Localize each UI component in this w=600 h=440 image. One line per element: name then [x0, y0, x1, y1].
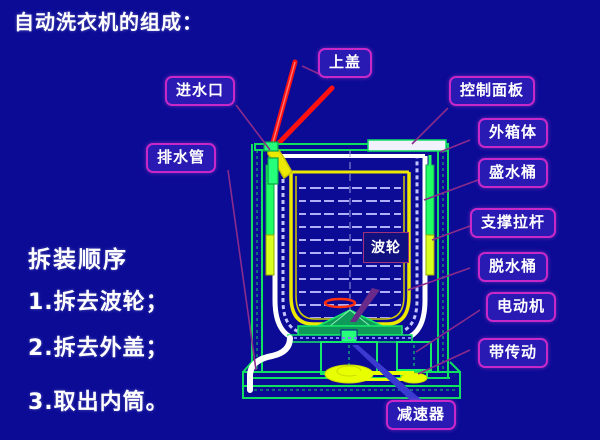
sequence-heading: 拆装顺序 — [28, 247, 128, 273]
callout-support-rod[interactable]: 支撑拉杆 — [470, 208, 557, 238]
inlet-valve — [263, 141, 293, 185]
sequence-step-1: 1.拆去波轮； — [28, 290, 169, 315]
control-panel — [367, 139, 447, 152]
tub-base — [287, 325, 413, 343]
callout-spin-drum[interactable]: 脱水桶 — [478, 252, 549, 282]
callout-outer-case[interactable]: 外箱体 — [478, 118, 549, 148]
sequence-step-2: 2.拆去外盖； — [28, 336, 169, 361]
callout-motor[interactable]: 电动机 — [486, 292, 557, 322]
support-rod-right — [425, 155, 435, 276]
sequence-step-3: 3.取出内筒。 — [28, 390, 169, 415]
callout-lid[interactable]: 上盖 — [318, 48, 373, 78]
callout-drain-pipe[interactable]: 排水管 — [146, 143, 217, 173]
callout-pulsator[interactable]: 波轮 — [363, 232, 409, 263]
drain-hose — [247, 335, 293, 393]
callout-water-tub[interactable]: 盛水桶 — [478, 158, 549, 188]
pointer-lines — [227, 65, 481, 403]
callout-reducer[interactable]: 减速器 — [386, 400, 457, 430]
page-title: 自动洗衣机的组成： — [14, 10, 203, 34]
callout-inlet[interactable]: 进水口 — [165, 76, 236, 106]
callout-belt-drive[interactable]: 带传动 — [478, 338, 549, 368]
case-hatching — [248, 150, 456, 391]
callout-control-panel[interactable]: 控制面板 — [449, 76, 536, 106]
lid-open-lines — [269, 59, 335, 149]
